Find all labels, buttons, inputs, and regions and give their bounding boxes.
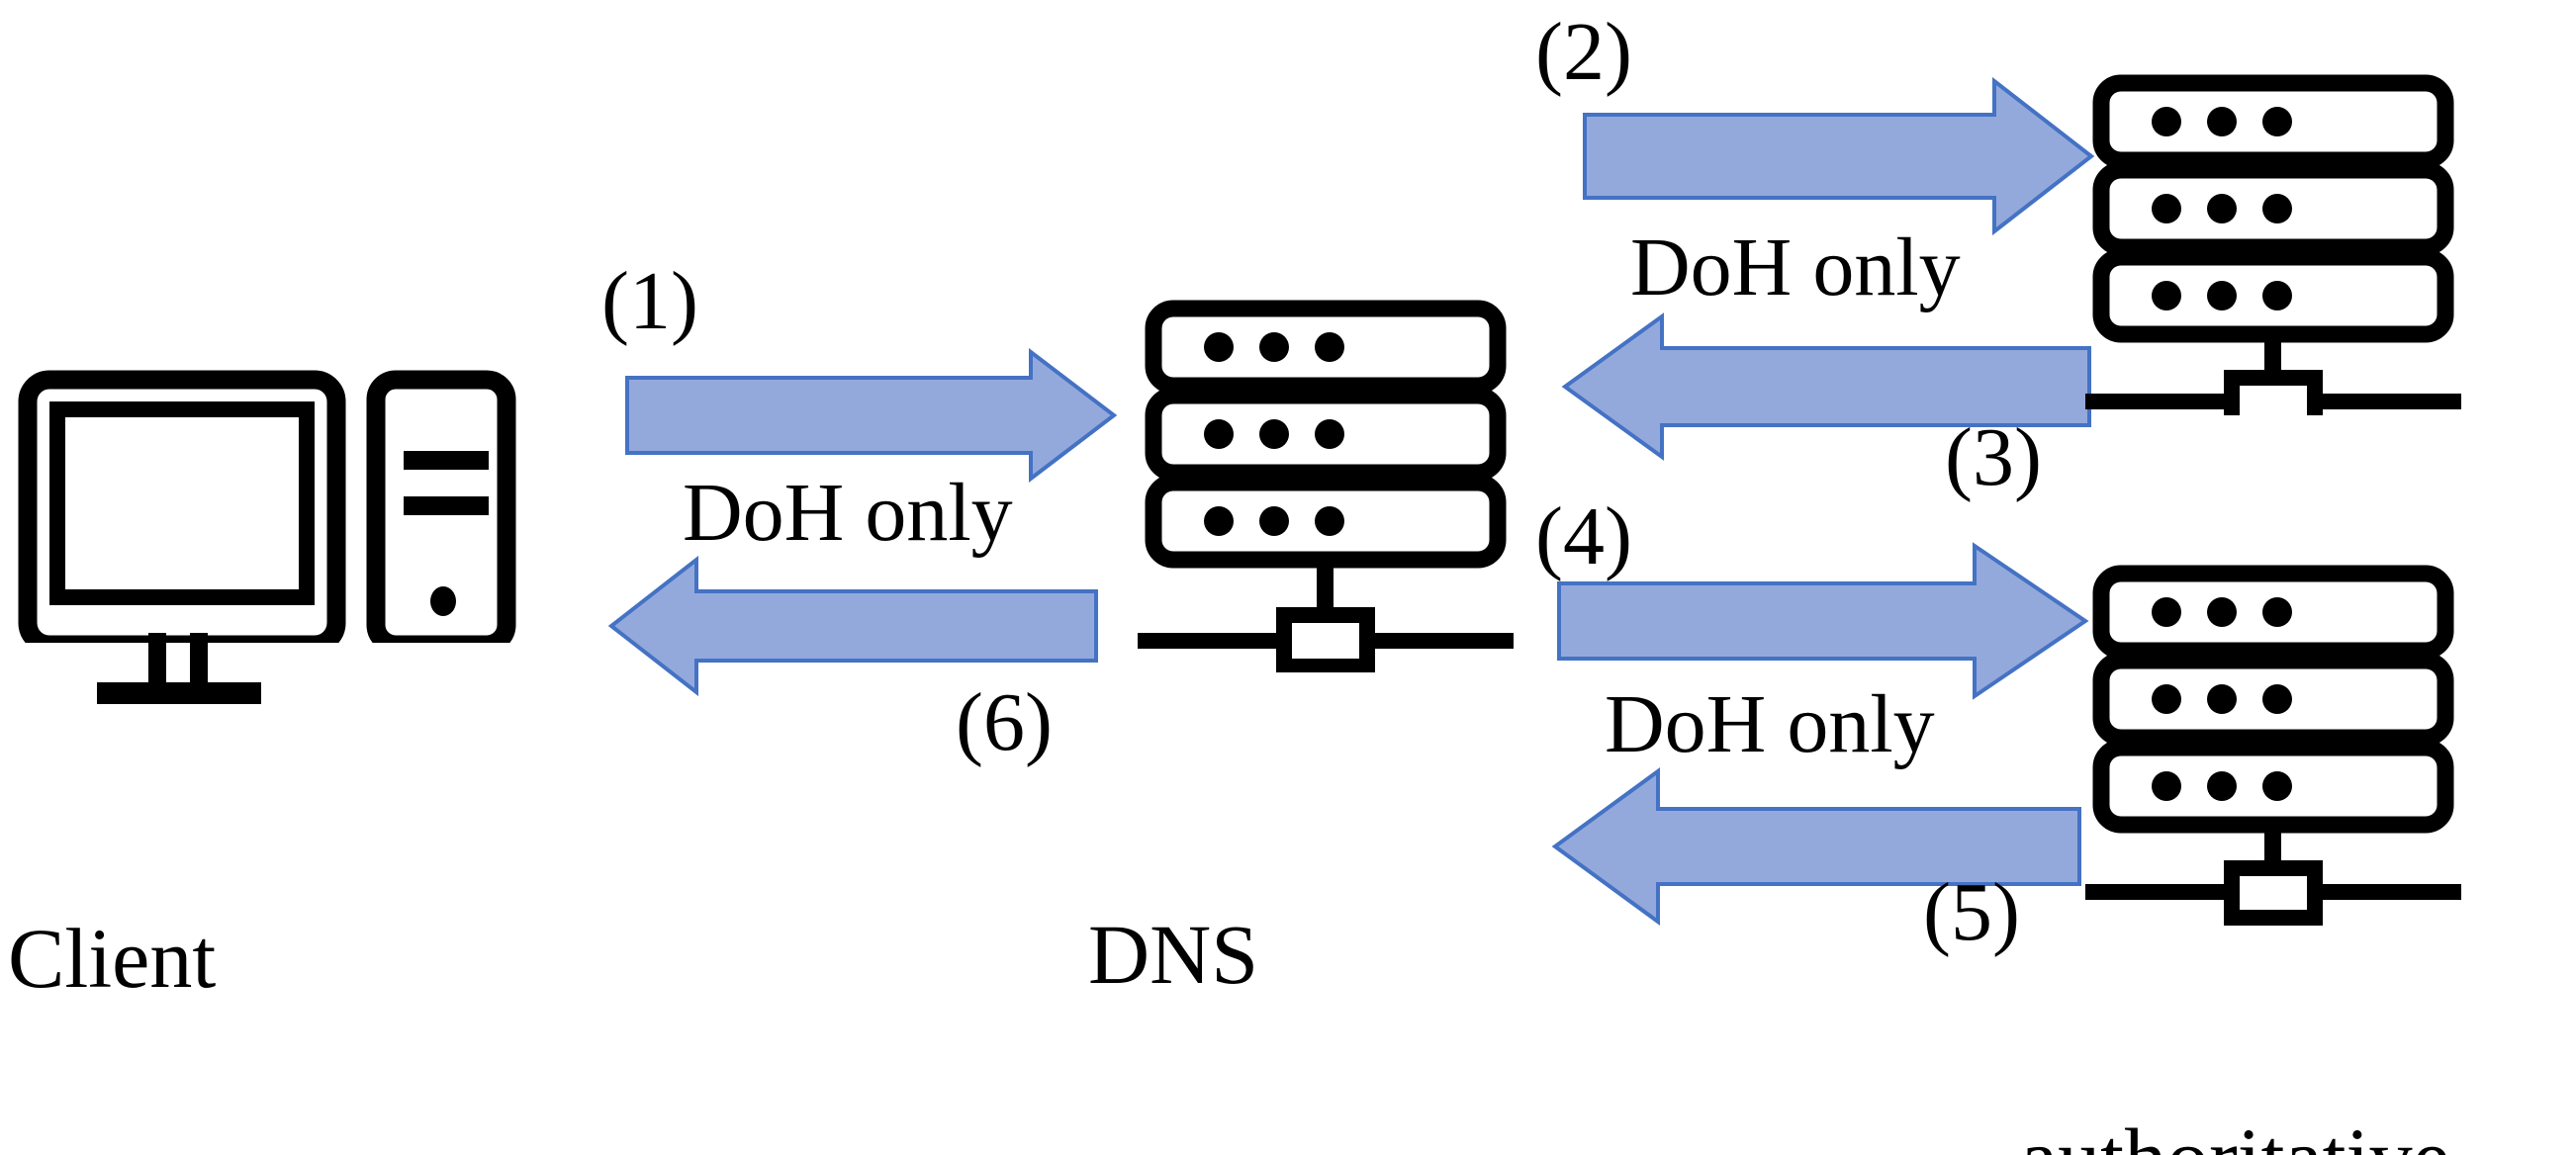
monitor-stand-shape — [97, 633, 261, 704]
arrow-flow-6 — [605, 556, 1100, 696]
server-rack-icon — [1138, 300, 1514, 672]
doh-only-label-left: DoH only — [683, 467, 1013, 559]
client-computer-icon — [10, 346, 603, 643]
client-label: Client (stub resolver) — [8, 734, 661, 1155]
step-1-number: (1) — [601, 255, 698, 347]
arrow-left-icon — [1561, 312, 2091, 461]
resolver-server-icon — [1128, 297, 1523, 672]
arrow-right-icon — [1557, 542, 2089, 700]
auth-top-server-icon — [2075, 40, 2471, 415]
arrow-flow-1 — [623, 348, 1118, 483]
arrow-flow-5 — [1549, 767, 2083, 926]
server-rack-icon — [2085, 565, 2461, 926]
step-2-number: (2) — [1535, 6, 1632, 98]
arrow-flow-2 — [1581, 77, 2095, 235]
desktop-computer-icon — [18, 370, 516, 643]
step-4-number: (4) — [1535, 490, 1632, 582]
arrow-right-icon — [625, 348, 1118, 483]
doh-only-label-right-bottom: DoH only — [1605, 678, 1935, 770]
auth-bottom-server-icon — [2075, 534, 2471, 930]
step-5-number: (5) — [1923, 866, 2020, 958]
step-3-number: (3) — [1945, 411, 2042, 503]
arrow-flow-3 — [1559, 312, 2093, 461]
monitor-stand-icon — [10, 633, 386, 712]
doh-only-label-right-top: DoH only — [1630, 222, 1961, 313]
arrow-right-icon — [1583, 77, 2095, 235]
server-rack-icon — [2085, 74, 2461, 415]
client-label-line-1: Client — [8, 911, 217, 1007]
auth-servers-label: authoritative DNS servers — [2020, 933, 2574, 1155]
resolver-label: DNS full-service resolver — [1088, 730, 1553, 1155]
auth-servers-label-line-1: authoritative — [2020, 1113, 2574, 1155]
arrow-left-icon — [1551, 767, 2081, 926]
step-6-number: (6) — [956, 676, 1053, 768]
arrow-flow-4 — [1555, 542, 2089, 700]
resolver-label-line-1: DNS — [1088, 907, 1259, 1003]
arrow-left-icon — [607, 556, 1098, 696]
